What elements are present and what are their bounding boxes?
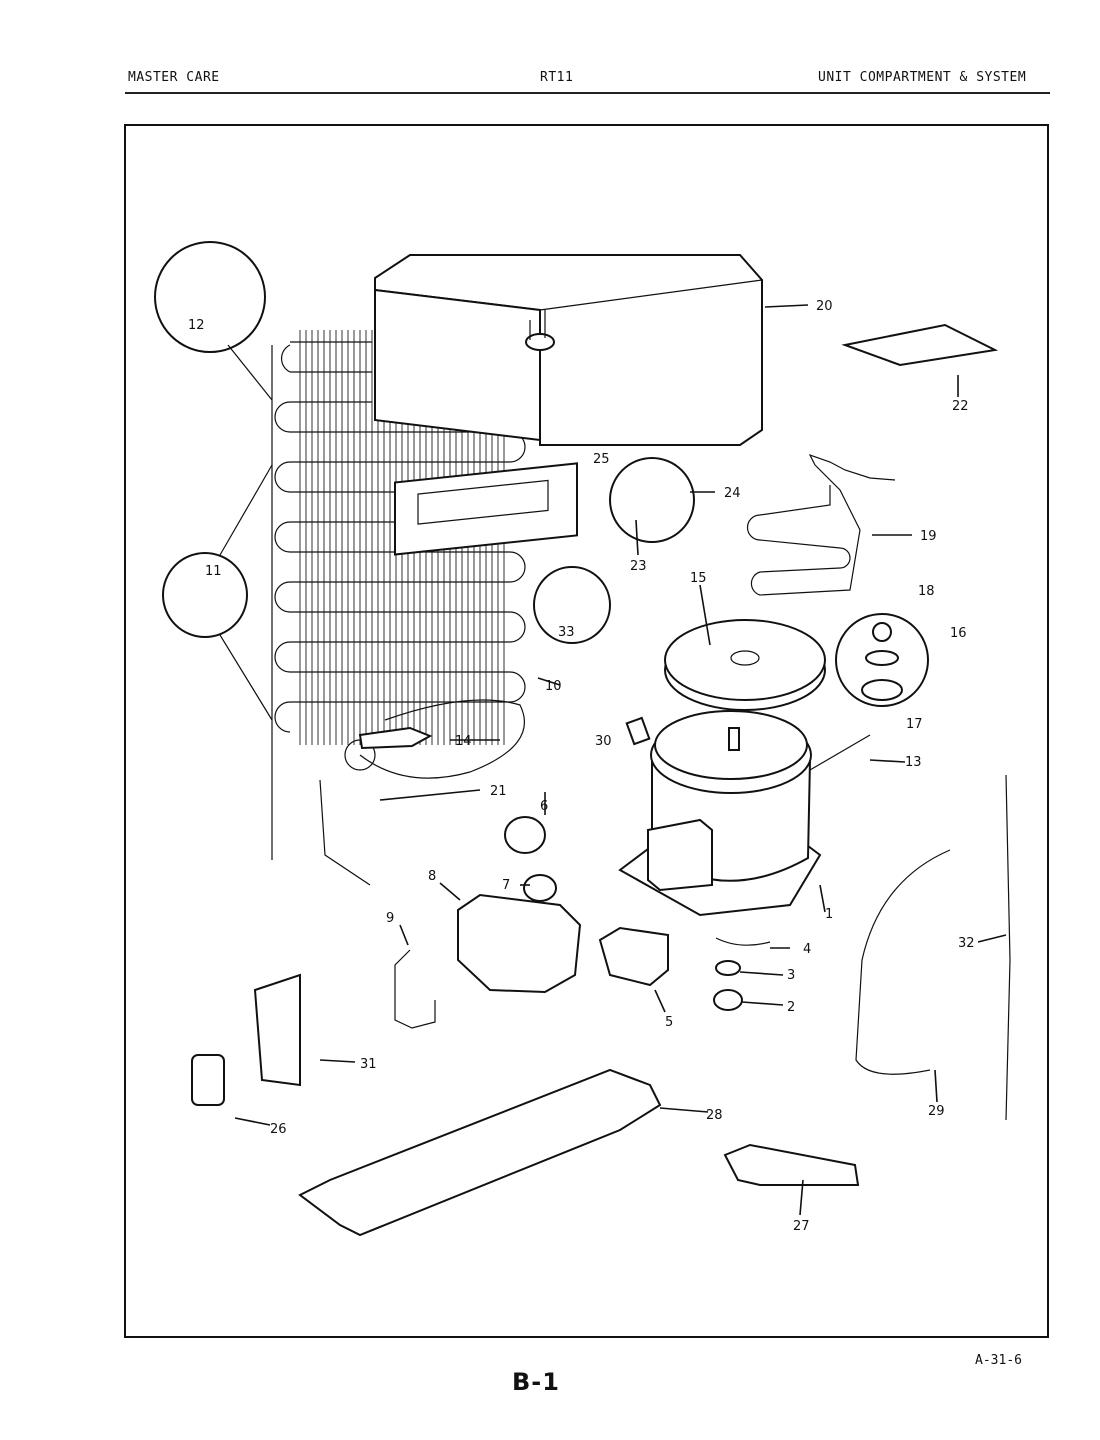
heater-loop [746, 453, 896, 596]
callout-18: 18 [918, 584, 935, 599]
callout-5: 5 [665, 1015, 673, 1030]
leader-lines [234, 304, 1007, 1216]
callout-7: 7 [502, 878, 510, 893]
tubing-bracket [394, 310, 578, 556]
callout-21: 21 [490, 784, 507, 799]
diagram-frame [124, 124, 1049, 1338]
callout-16: 16 [950, 626, 967, 641]
callout-3: 3 [787, 968, 795, 983]
callout-2: 2 [787, 1000, 795, 1015]
grommet-sleeve [713, 989, 743, 1011]
callout-27: 27 [793, 1219, 810, 1234]
nut-18 [872, 622, 892, 642]
compressor [618, 710, 871, 917]
washer-17 [861, 679, 903, 701]
relay [598, 926, 669, 987]
callout-1: 1 [825, 907, 833, 922]
shield-plate [841, 323, 999, 367]
fan-shroud [664, 619, 826, 711]
callout-11: 11 [205, 564, 222, 579]
grommet [715, 960, 741, 976]
retaining-clip [523, 874, 557, 902]
callout-28: 28 [706, 1108, 723, 1123]
callout-10: 10 [545, 679, 562, 694]
detail-pointer-12 [227, 344, 273, 401]
callout-14: 14 [455, 734, 472, 749]
filter-drier [358, 726, 433, 750]
callout-25: 25 [593, 452, 610, 467]
tray-bracket [723, 1143, 860, 1186]
drain-pan [374, 254, 763, 446]
callout-29: 29 [928, 1104, 945, 1119]
callout-26: 26 [270, 1122, 287, 1137]
drier-loop [359, 699, 525, 779]
callout-12: 12 [188, 318, 205, 333]
callout-31: 31 [360, 1057, 377, 1072]
callout-6: 6 [540, 799, 548, 814]
header-center: RT11 [540, 70, 574, 85]
figure-id: A-31-6 [975, 1353, 1022, 1368]
terminal-cover [457, 893, 582, 994]
callout-23: 23 [630, 559, 647, 574]
callout-8: 8 [428, 869, 436, 884]
page-number: B-1 [512, 1368, 560, 1396]
callout-19: 19 [920, 529, 937, 544]
callout-33: 33 [558, 625, 575, 640]
callout-22: 22 [952, 399, 969, 414]
detail-circle-24 [609, 457, 695, 543]
callout-9: 9 [386, 911, 394, 926]
defrost-timer [191, 1054, 225, 1106]
detail-circle-11 [162, 552, 248, 638]
callout-17: 17 [906, 717, 923, 732]
bracket-clip [625, 716, 651, 746]
callout-30: 30 [595, 734, 612, 749]
drain-tray [298, 1068, 662, 1237]
callout-15: 15 [690, 571, 707, 586]
callout-13: 13 [905, 755, 922, 770]
callout-32: 32 [958, 936, 975, 951]
detail-circle-33 [533, 566, 611, 644]
callout-24: 24 [724, 486, 741, 501]
header-rule [125, 92, 1050, 94]
cover-clip [394, 949, 436, 1029]
header-right: UNIT COMPARTMENT & SYSTEM [818, 70, 1027, 85]
overload-protector [504, 816, 546, 854]
mounting-plate [253, 973, 301, 1087]
washer-16 [865, 650, 899, 666]
capillary-tube [319, 779, 371, 886]
header-left: MASTER CARE [128, 70, 220, 85]
power-cord [855, 849, 951, 1075]
detail-pointer-11 [219, 464, 273, 721]
callout-4: 4 [803, 942, 811, 957]
spring-clip [715, 937, 771, 946]
callout-20: 20 [816, 299, 833, 314]
drain-tube [1005, 774, 1011, 1121]
detail-circle-12 [154, 241, 266, 353]
